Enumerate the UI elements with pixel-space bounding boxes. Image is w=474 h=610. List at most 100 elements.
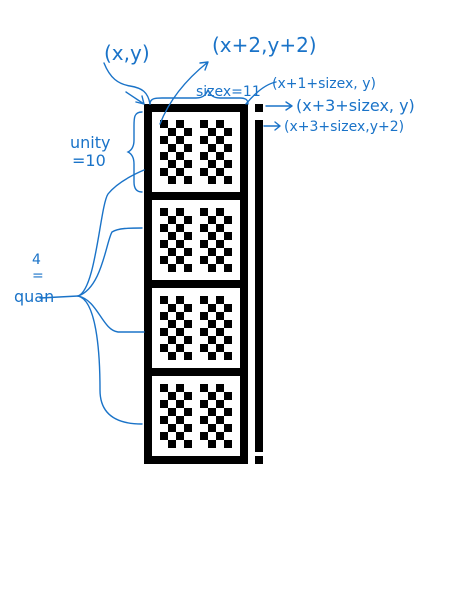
checker-square xyxy=(176,152,184,160)
checker-square xyxy=(224,216,232,224)
checker-square xyxy=(224,128,232,136)
checker-square xyxy=(184,352,192,360)
origin-bracket xyxy=(103,62,151,105)
col3-label: (x+3+sizex,y+2) xyxy=(284,119,404,135)
checker-square xyxy=(216,208,224,216)
checker-square xyxy=(160,400,168,408)
checker-square xyxy=(184,320,192,328)
unity-brace xyxy=(126,111,143,193)
checker-square xyxy=(200,384,208,392)
checker-square xyxy=(208,144,216,152)
checker-square xyxy=(224,304,232,312)
quan-line-2 xyxy=(77,169,145,297)
checker-square xyxy=(216,136,224,144)
checker-square xyxy=(184,440,192,448)
col3-arrow xyxy=(263,121,281,131)
origin-arrow xyxy=(125,91,145,105)
checker-square xyxy=(224,320,232,328)
checker-square xyxy=(160,224,168,232)
checker-square xyxy=(216,256,224,264)
checker-square xyxy=(176,344,184,352)
checker-square xyxy=(200,328,208,336)
checker-square xyxy=(200,208,208,216)
checker-square xyxy=(176,384,184,392)
checker-square xyxy=(160,328,168,336)
checker-square xyxy=(160,432,168,440)
checker-square xyxy=(168,248,176,256)
checker-square xyxy=(176,168,184,176)
checker-square xyxy=(208,264,216,272)
checker-square xyxy=(184,248,192,256)
checker-square xyxy=(184,160,192,168)
checker-square xyxy=(168,336,176,344)
checker-square xyxy=(224,392,232,400)
checker-square xyxy=(176,312,184,320)
col1-label: (x+1+sizex, y) xyxy=(272,76,376,92)
checker-square xyxy=(184,128,192,136)
checker-square xyxy=(216,344,224,352)
checker-square xyxy=(168,232,176,240)
col1-arrow xyxy=(245,81,277,105)
checker-square xyxy=(176,416,184,424)
checker-square xyxy=(168,128,176,136)
checker-square xyxy=(208,352,216,360)
checker-square xyxy=(160,384,168,392)
checker-square xyxy=(160,120,168,128)
checker-square xyxy=(200,136,208,144)
checker-square xyxy=(176,400,184,408)
checker-square xyxy=(176,208,184,216)
checker-square xyxy=(208,392,216,400)
checker-square xyxy=(224,144,232,152)
checker-square xyxy=(216,400,224,408)
checker-square xyxy=(168,440,176,448)
checker-square xyxy=(168,160,176,168)
quan-label: quan xyxy=(14,287,54,306)
checker-square xyxy=(200,240,208,248)
checker-square xyxy=(168,176,176,184)
checker-square xyxy=(200,432,208,440)
size-brace xyxy=(149,88,249,105)
checker-square xyxy=(200,344,208,352)
checker-square xyxy=(184,336,192,344)
checker-square xyxy=(160,344,168,352)
unity-label: unity xyxy=(70,133,110,152)
checker-square xyxy=(160,208,168,216)
checker-square xyxy=(200,256,208,264)
checker-square xyxy=(160,240,168,248)
checker-square xyxy=(168,304,176,312)
checker-square xyxy=(176,256,184,264)
checker-square xyxy=(224,408,232,416)
right-bar-bottom-cap xyxy=(255,456,263,464)
quan-equals: = xyxy=(32,268,44,284)
checker-square xyxy=(216,432,224,440)
right-bar xyxy=(255,120,263,452)
checker-square xyxy=(160,416,168,424)
checker-square xyxy=(208,336,216,344)
checker-square xyxy=(200,224,208,232)
checker-square xyxy=(168,320,176,328)
checker-square xyxy=(208,176,216,184)
checker-square xyxy=(224,248,232,256)
checker-square xyxy=(200,312,208,320)
checker-square xyxy=(200,168,208,176)
checker-square xyxy=(184,144,192,152)
checker-square xyxy=(208,320,216,328)
checker-square xyxy=(208,440,216,448)
checker-square xyxy=(216,120,224,128)
checker-square xyxy=(216,384,224,392)
checker-square xyxy=(184,392,192,400)
quan-number: 4 xyxy=(32,252,41,268)
quan-tie xyxy=(39,295,79,299)
quan-line-4 xyxy=(77,295,143,425)
checker-square xyxy=(160,296,168,304)
checker-square xyxy=(208,248,216,256)
checker-square xyxy=(168,392,176,400)
checker-square xyxy=(168,264,176,272)
checker-square xyxy=(160,168,168,176)
checker-square xyxy=(176,296,184,304)
checker-square xyxy=(208,128,216,136)
checker-square xyxy=(160,136,168,144)
checker-square xyxy=(184,408,192,416)
checker-square xyxy=(224,264,232,272)
